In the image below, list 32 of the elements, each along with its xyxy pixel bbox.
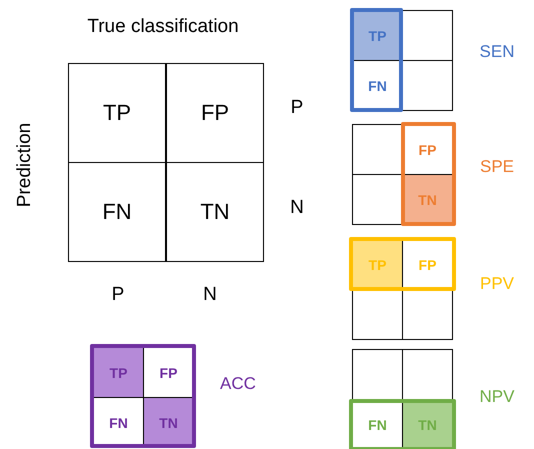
cell-label: TP [102, 100, 132, 126]
class-label: N [203, 284, 217, 306]
class-label: N [290, 197, 304, 219]
cell-label: FP [200, 100, 230, 126]
cell-label: TP [368, 256, 386, 272]
matrix-cell [68, 63, 166, 163]
matrix-cell [68, 162, 166, 262]
cell-label: FP [418, 142, 436, 158]
matrix-cell [93, 347, 144, 398]
class-label: P [112, 284, 124, 306]
cell-label: TN [159, 414, 178, 430]
cell-label: FN [102, 199, 132, 225]
cell-label: TP [368, 28, 386, 44]
cell-label: TP [110, 364, 128, 380]
cell-label: FP [418, 256, 436, 272]
matrix-cell [166, 63, 264, 163]
axis-title: Prediction [14, 122, 36, 208]
cell-label: TN [200, 199, 230, 225]
cell-label: TN [418, 416, 437, 432]
cell-label: FN [368, 416, 387, 432]
metric-label: ACC [220, 374, 256, 394]
cell-label: FN [368, 78, 387, 94]
cell-label: TN [418, 192, 437, 208]
cell-label: FN [109, 414, 128, 430]
metric-label: SPE [480, 157, 514, 177]
matrix-cell [166, 162, 264, 262]
cell-label: FP [160, 364, 178, 380]
metric-label: PPV [480, 274, 514, 294]
metric-label: NPV [480, 387, 514, 407]
metric-label: SEN [480, 42, 514, 62]
axis-title: True classification [87, 16, 239, 38]
class-label: P [290, 97, 304, 119]
